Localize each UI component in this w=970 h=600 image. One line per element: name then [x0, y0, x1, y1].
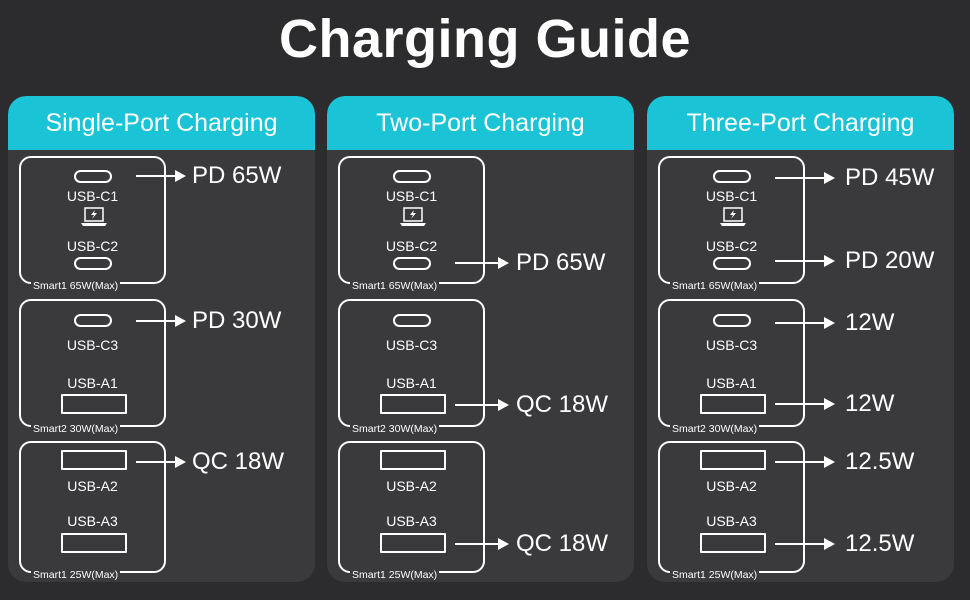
- port-label: USB-C1: [705, 188, 758, 204]
- port-group-1: USB-C1 USB-C2 Smart1 65W(Max): [19, 156, 166, 292]
- usb-a-port-icon: [700, 450, 766, 470]
- usb-a-port-icon: [380, 533, 446, 553]
- port-label: USB-A1: [706, 375, 757, 391]
- output-label: QC 18W: [516, 530, 609, 557]
- port-label: USB-C2: [66, 238, 119, 254]
- output-label: 12W: [845, 390, 895, 417]
- port-label: USB-A1: [67, 375, 118, 391]
- port-label: USB-C3: [385, 337, 438, 353]
- usb-c-port-icon: [393, 170, 431, 183]
- output-label: PD 20W: [845, 247, 935, 274]
- port-group-3: USB-A2 USB-A3 Smart1 25W(Max): [19, 441, 166, 581]
- port-group-3: USB-A2 USB-A3 Smart1 25W(Max): [338, 441, 485, 581]
- usb-c-port-icon: [74, 170, 112, 183]
- usb-a-port-icon: [380, 394, 446, 414]
- smart-label: Smart2 30W(Max): [350, 423, 440, 435]
- port-label: USB-A1: [386, 375, 437, 391]
- port-label: USB-A3: [67, 513, 118, 529]
- arrow-right-icon: [775, 317, 835, 329]
- output-label: 12W: [845, 309, 895, 336]
- arrow-right-icon: [775, 172, 835, 184]
- port-label: USB-A3: [386, 513, 437, 529]
- port-group-1: USB-C1 USB-C2 Smart1 65W(Max): [338, 156, 485, 292]
- port-label: USB-A3: [706, 513, 757, 529]
- smart-label: Smart1 65W(Max): [31, 280, 121, 292]
- arrow-right-icon: [775, 255, 835, 267]
- three-port-panel: Three-Port Charging USB-C1 USB-C2 Smart1…: [647, 96, 954, 582]
- usb-c-port-icon: [713, 170, 751, 183]
- port-group-2: USB-C3 USB-A1 Smart2 30W(Max): [338, 299, 485, 435]
- usb-a-port-icon: [61, 450, 127, 470]
- port-group-2: USB-C3 USB-A1 Smart2 30W(Max): [19, 299, 166, 435]
- output-label: 12.5W: [845, 448, 915, 475]
- port-label: USB-C1: [66, 188, 119, 204]
- output-label: PD 65W: [192, 162, 282, 189]
- panel-header: Two-Port Charging: [327, 96, 634, 150]
- usb-c-port-icon: [74, 257, 112, 270]
- port-label: USB-C1: [385, 188, 438, 204]
- arrow-right-icon: [455, 399, 509, 411]
- laptop-charging-icon: [720, 207, 746, 226]
- smart-label: Smart1 25W(Max): [350, 569, 440, 581]
- page-title: Charging Guide: [279, 9, 691, 69]
- smart-label: Smart1 25W(Max): [31, 569, 121, 581]
- arrow-right-icon: [775, 538, 835, 550]
- usb-a-port-icon: [700, 533, 766, 553]
- smart-label: Smart2 30W(Max): [670, 423, 760, 435]
- port-group-1: USB-C1 USB-C2 Smart1 65W(Max): [658, 156, 805, 292]
- arrow-right-icon: [136, 456, 186, 468]
- usb-a-port-icon: [700, 394, 766, 414]
- two-port-panel: Two-Port Charging USB-C1 USB-C2 Smart1 6…: [327, 96, 634, 582]
- arrow-right-icon: [775, 456, 835, 468]
- arrow-right-icon: [775, 398, 835, 410]
- usb-a-port-icon: [380, 450, 446, 470]
- smart-label: Smart1 25W(Max): [670, 569, 760, 581]
- smart-label: Smart1 65W(Max): [670, 280, 760, 292]
- output-label: 12.5W: [845, 530, 915, 557]
- port-label: USB-A2: [706, 478, 757, 494]
- usb-c-port-icon: [713, 257, 751, 270]
- port-label: USB-C3: [66, 337, 119, 353]
- usb-c-port-icon: [713, 314, 751, 327]
- panel-header: Three-Port Charging: [647, 96, 954, 150]
- port-label: USB-A2: [67, 478, 118, 494]
- output-label: PD 65W: [516, 249, 606, 276]
- port-group-3: USB-A2 USB-A3 Smart1 25W(Max): [658, 441, 805, 581]
- panel-header: Single-Port Charging: [8, 96, 315, 150]
- port-group-2: USB-C3 USB-A1 Smart2 30W(Max): [658, 299, 805, 435]
- arrow-right-icon: [136, 170, 186, 182]
- single-port-panel: Single-Port Charging USB-C1 USB-C2 Smart…: [8, 96, 315, 582]
- usb-c-port-icon: [393, 257, 431, 270]
- arrow-right-icon: [455, 257, 509, 269]
- port-label: USB-A2: [386, 478, 437, 494]
- arrow-right-icon: [455, 538, 509, 550]
- port-label: USB-C2: [385, 238, 438, 254]
- output-label: PD 45W: [845, 164, 935, 191]
- port-label: USB-C3: [705, 337, 758, 353]
- laptop-charging-icon: [400, 207, 426, 226]
- usb-a-port-icon: [61, 394, 127, 414]
- laptop-charging-icon: [81, 207, 107, 226]
- port-label: USB-C2: [705, 238, 758, 254]
- usb-a-port-icon: [61, 533, 127, 553]
- output-label: QC 18W: [192, 448, 285, 475]
- smart-label: Smart2 30W(Max): [31, 423, 121, 435]
- output-label: QC 18W: [516, 391, 609, 418]
- usb-c-port-icon: [74, 314, 112, 327]
- arrow-right-icon: [136, 315, 186, 327]
- usb-c-port-icon: [393, 314, 431, 327]
- smart-label: Smart1 65W(Max): [350, 280, 440, 292]
- output-label: PD 30W: [192, 307, 282, 334]
